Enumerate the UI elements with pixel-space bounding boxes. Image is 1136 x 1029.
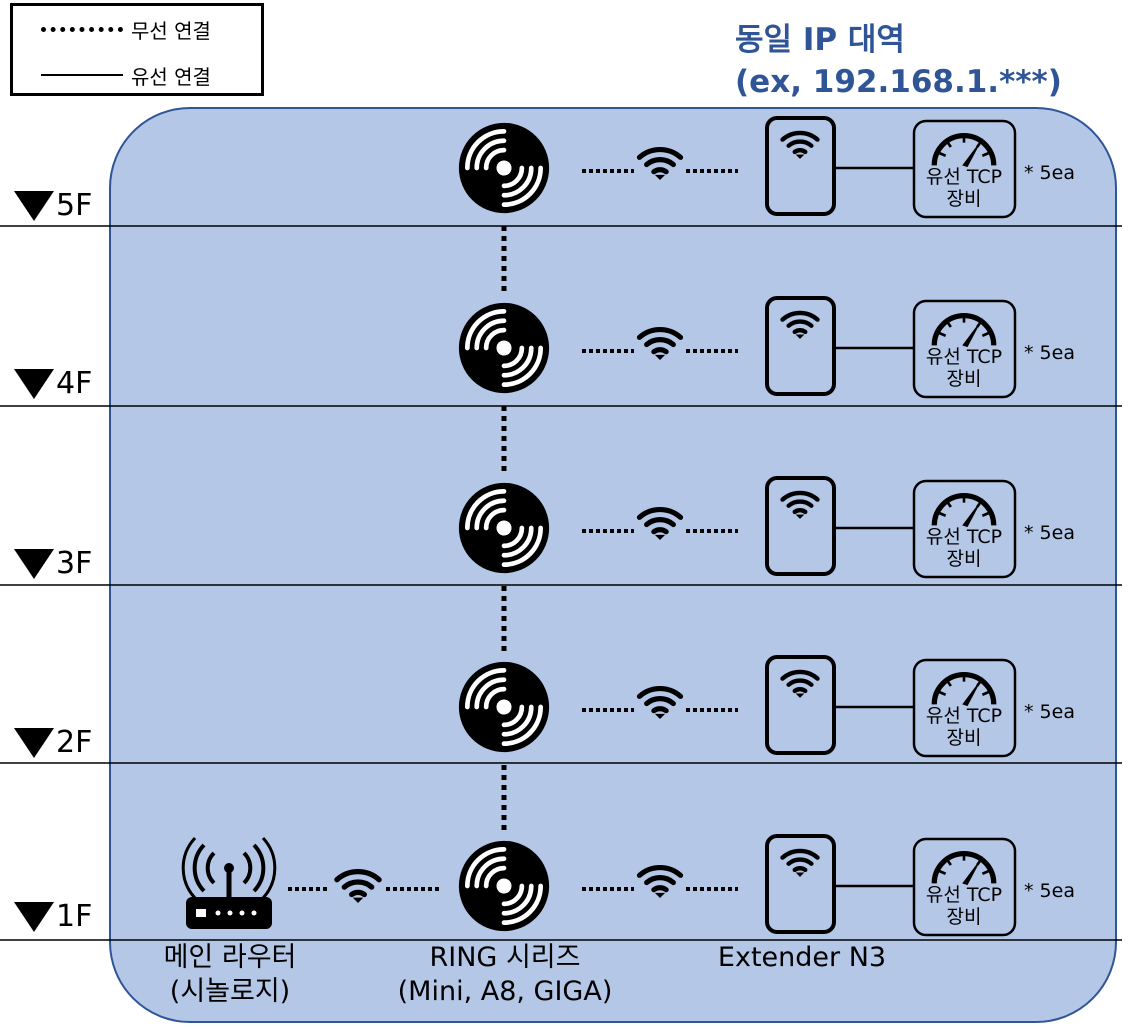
wifi-extender-icon	[765, 116, 836, 216]
ring-caption-line-1: RING 시리즈	[429, 942, 581, 973]
floor-row	[459, 655, 1017, 758]
device-quantity: * 5ea	[1024, 162, 1075, 184]
legend-wired-label: 유선 연결	[131, 64, 211, 89]
wifi-extender-icon	[765, 655, 836, 755]
diagram-title: 동일 IP 대역 (ex, 192.168.1.***)	[735, 20, 1062, 102]
device-quantity: * 5ea	[1024, 880, 1075, 902]
tcp-device-label-line-1: 유선 TCP	[925, 166, 1003, 188]
tcp-device-label-line-1: 유선 TCP	[925, 346, 1003, 368]
main-router	[181, 836, 440, 929]
floor-dividers	[0, 225, 1122, 941]
triangle-down-icon	[14, 369, 54, 399]
router-caption: 메인 라우터 (시놀로지)	[150, 941, 310, 1009]
ring-mesh-node-icon	[459, 841, 549, 931]
tcp-device-label-line-1: 유선 TCP	[925, 526, 1003, 548]
tcp-device-box	[912, 658, 1017, 758]
floor-label: 5F	[14, 188, 92, 224]
legend-wired: 유선 연결	[41, 60, 211, 90]
floor-row	[459, 476, 1017, 579]
tcp-device-label-line-2: 장비	[946, 727, 982, 749]
floor-label-text: 1F	[56, 899, 93, 934]
floor-label-text: 5F	[56, 188, 93, 223]
tcp-device-label-line-2: 장비	[946, 906, 982, 928]
wifi-extender-icon	[765, 834, 836, 934]
tcp-device-box	[912, 119, 1017, 219]
tcp-device-label-line-1: 유선 TCP	[925, 884, 1003, 906]
router-caption-line-1: 메인 라우터	[163, 942, 297, 973]
tcp-device-label-line-2: 장비	[946, 548, 982, 570]
floor-label: 3F	[14, 546, 92, 582]
wifi-extender-icon	[765, 476, 836, 576]
tcp-device-box	[912, 837, 1017, 937]
floor-row	[459, 116, 1017, 219]
floor-label: 1F	[14, 899, 92, 935]
legend: 무선 연결 유선 연결	[10, 3, 264, 96]
floor-label-text: 3F	[56, 546, 93, 581]
ring-mesh-node-icon	[459, 123, 549, 213]
extender-caption: Extender N3	[712, 941, 892, 975]
legend-wireless: 무선 연결	[41, 14, 211, 44]
title-line-1: 동일 IP 대역	[735, 22, 905, 58]
legend-wireless-label: 무선 연결	[131, 18, 211, 43]
device-quantity: * 5ea	[1024, 342, 1075, 364]
floor-label-text: 2F	[56, 725, 93, 760]
ring-caption-line-2: (Mini, A8, GIGA)	[397, 976, 613, 1007]
wifi-extender-icon	[765, 296, 836, 396]
device-quantity: * 5ea	[1024, 701, 1075, 723]
ring-mesh-node-icon	[459, 662, 549, 752]
tcp-device-label-line-1: 유선 TCP	[925, 705, 1003, 727]
floor-label: 2F	[14, 725, 92, 761]
extender-caption-line-1: Extender N3	[717, 942, 887, 973]
floor-devices	[459, 116, 1017, 937]
ring-caption: RING 시리즈 (Mini, A8, GIGA)	[395, 941, 615, 1009]
dotted-line-sample	[41, 26, 123, 32]
triangle-down-icon	[14, 549, 54, 579]
floor-label: 4F	[14, 366, 92, 402]
router-caption-line-2: (시놀로지)	[169, 976, 291, 1007]
solid-line-sample	[41, 74, 123, 76]
tcp-device-label-line-2: 장비	[946, 188, 982, 210]
ring-mesh-node-icon	[459, 303, 549, 393]
router-icon	[181, 836, 277, 929]
floor-row	[459, 296, 1017, 399]
tcp-device-label-line-2: 장비	[946, 368, 982, 390]
tcp-device-box	[912, 479, 1017, 579]
triangle-down-icon	[14, 728, 54, 758]
tcp-device-box	[912, 299, 1017, 399]
device-quantity: * 5ea	[1024, 522, 1075, 544]
triangle-down-icon	[14, 902, 54, 932]
floor-row	[459, 834, 1017, 937]
floor-label-text: 4F	[56, 366, 93, 401]
title-line-2: (ex, 192.168.1.***)	[735, 64, 1062, 100]
triangle-down-icon	[14, 191, 54, 221]
ring-mesh-node-icon	[459, 483, 549, 573]
ip-zone-area	[109, 107, 1117, 1023]
